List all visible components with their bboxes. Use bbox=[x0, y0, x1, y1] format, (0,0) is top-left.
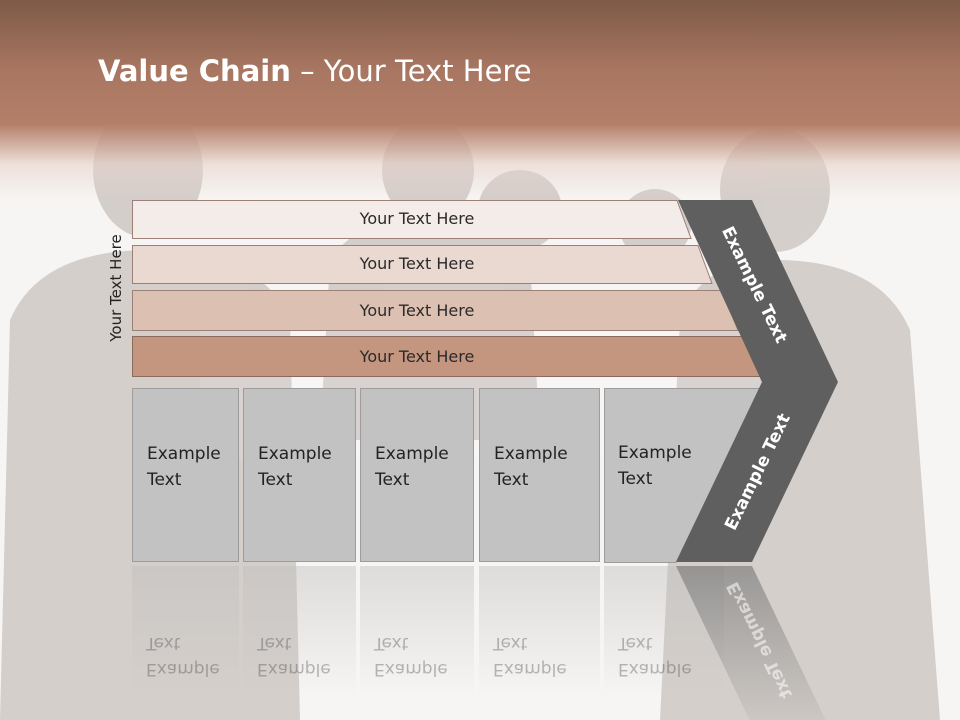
bar-4: Your Text Here bbox=[132, 336, 764, 377]
bar-1-shape bbox=[132, 200, 692, 239]
bar-3: Your Text Here bbox=[132, 290, 742, 331]
bar-2: Your Text Here bbox=[132, 245, 713, 284]
title-bold: Value Chain bbox=[98, 54, 291, 88]
chevron-reflection bbox=[676, 566, 826, 720]
bar-3-label: Your Text Here bbox=[359, 301, 475, 320]
bar-2-shape bbox=[132, 245, 713, 284]
title-rest: – Your Text Here bbox=[290, 54, 532, 88]
bar-4-label: Your Text Here bbox=[359, 347, 475, 366]
header-band bbox=[0, 0, 960, 200]
bar-2-label: Your Text Here bbox=[359, 254, 475, 273]
chevron-shape bbox=[676, 200, 838, 562]
bar-1: Your Text Here bbox=[132, 200, 692, 239]
slide-title: Value Chain – Your Text Here bbox=[98, 54, 532, 88]
bar-3-shape bbox=[132, 290, 739, 331]
bar-1-label: Your Text Here bbox=[359, 209, 475, 228]
